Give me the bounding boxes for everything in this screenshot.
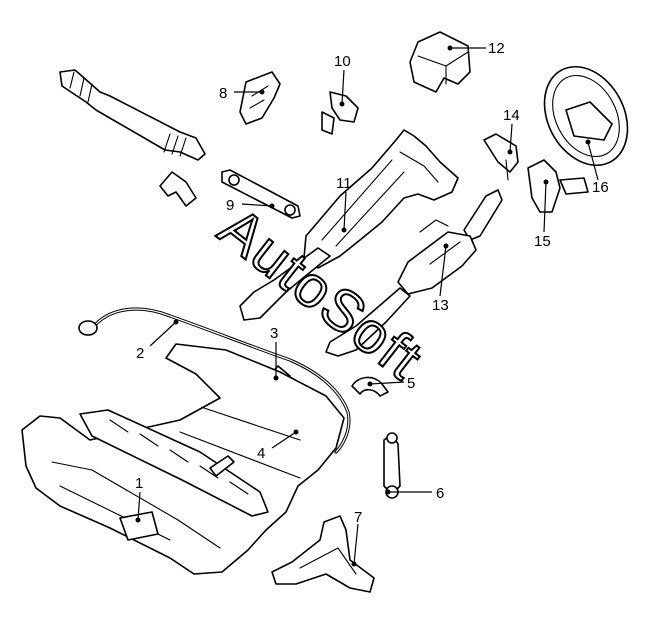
callout-9: 9 xyxy=(226,197,234,214)
callout-7: 7 xyxy=(354,509,362,526)
drive-shaft xyxy=(59,69,206,161)
callout-1: 1 xyxy=(135,475,143,492)
callout-5: 5 xyxy=(407,375,415,392)
part-1-subframe xyxy=(21,343,345,575)
leader-lines xyxy=(135,45,599,567)
callout-10: 10 xyxy=(334,53,351,70)
callout-labels: 1 2 3 4 5 6 7 8 9 10 11 12 13 14 15 16 xyxy=(135,40,609,526)
part-9-tie-rod xyxy=(221,169,301,219)
callout-2: 2 xyxy=(136,345,144,362)
callout-6: 6 xyxy=(436,485,444,502)
part-11-column-housing xyxy=(239,129,459,321)
part-6-stabilizer-link xyxy=(383,432,401,499)
callout-11: 11 xyxy=(336,175,352,192)
callout-12: 12 xyxy=(488,40,505,57)
part-16-steering-wheel xyxy=(543,65,629,167)
part-10-sensor xyxy=(321,91,359,135)
part-2-stabilizer-bar xyxy=(78,307,351,454)
callout-8: 8 xyxy=(219,85,227,102)
callout-13: 13 xyxy=(432,297,449,314)
part-13-steering-shaft xyxy=(325,189,503,357)
callout-15: 15 xyxy=(534,233,551,250)
part-14-column-switch xyxy=(483,133,519,181)
callout-4: 4 xyxy=(257,445,265,462)
callout-14: 14 xyxy=(503,107,520,124)
boot-clip xyxy=(159,171,197,207)
callout-3: 3 xyxy=(270,325,278,342)
part-5-clamp xyxy=(351,376,389,397)
part-12-mount xyxy=(409,31,471,93)
callout-16: 16 xyxy=(592,179,609,196)
part-8-bracket xyxy=(239,71,281,125)
part-15-clock-spring xyxy=(527,159,589,213)
part-7-lower-arm xyxy=(271,515,375,593)
